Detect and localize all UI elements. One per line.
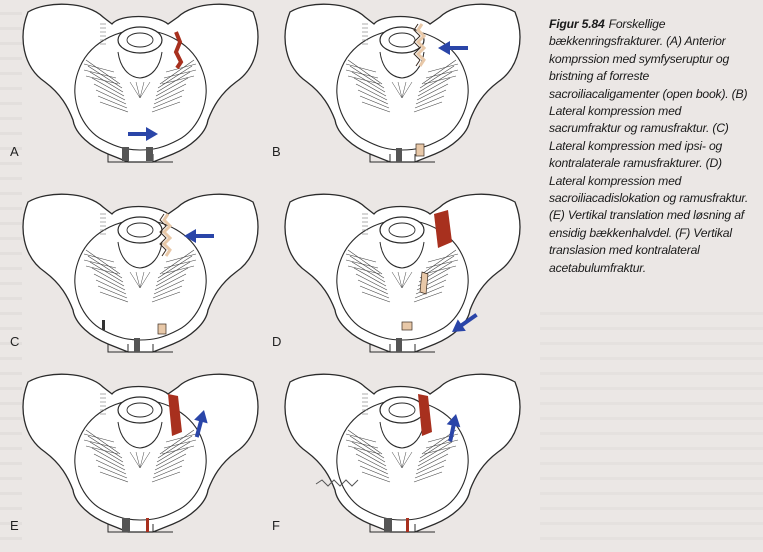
- vertical-shear-fracture: [418, 394, 432, 436]
- ramus-fracture: [415, 143, 425, 157]
- pelvis-diagram-f: [284, 373, 521, 533]
- panel-label-f: F: [272, 518, 280, 533]
- panel-d: D: [270, 192, 535, 372]
- panel-b: B: [270, 2, 535, 182]
- pelvis-diagram-d: [284, 193, 521, 353]
- sacrum-fracture: [415, 23, 427, 67]
- pelvis-diagram-e: [22, 373, 259, 533]
- pelvis-diagram-b: [284, 3, 521, 163]
- panel-f: F: [270, 372, 535, 552]
- pelvis-diagram-a: [22, 3, 259, 163]
- panel-label-c: C: [10, 334, 20, 349]
- bleed-through-text-left: [0, 0, 22, 541]
- compression-arrow-icon: [128, 127, 158, 141]
- figure-number: Figur 5.84: [549, 17, 605, 31]
- panel-label-e: E: [10, 518, 19, 533]
- acetabulum-fracture: [315, 479, 359, 487]
- pelvis-diagram-c: [22, 193, 259, 353]
- vertical-shear-fracture: [168, 394, 182, 436]
- si-ligament-tear: [173, 31, 184, 70]
- panel-e: E: [8, 372, 273, 552]
- symphysis-right: [146, 147, 153, 161]
- panel-label-d: D: [272, 334, 282, 349]
- figure-caption-text: Forskellige bækkenringsfrakturer. (A) An…: [549, 17, 749, 275]
- ramus-fracture-contralateral: [102, 320, 105, 330]
- sacrum-fracture: [161, 213, 173, 257]
- bleed-through-text-right: [540, 300, 763, 541]
- panel-a: A: [8, 2, 273, 182]
- ramus-fracture: [419, 271, 429, 295]
- panel-label-a: A: [10, 144, 19, 159]
- panel-label-b: B: [272, 144, 281, 159]
- panel-c: C: [8, 192, 273, 372]
- symphysis-left: [122, 147, 129, 161]
- si-dislocation: [434, 210, 452, 248]
- ramus-fracture-ipsilateral: [157, 323, 167, 335]
